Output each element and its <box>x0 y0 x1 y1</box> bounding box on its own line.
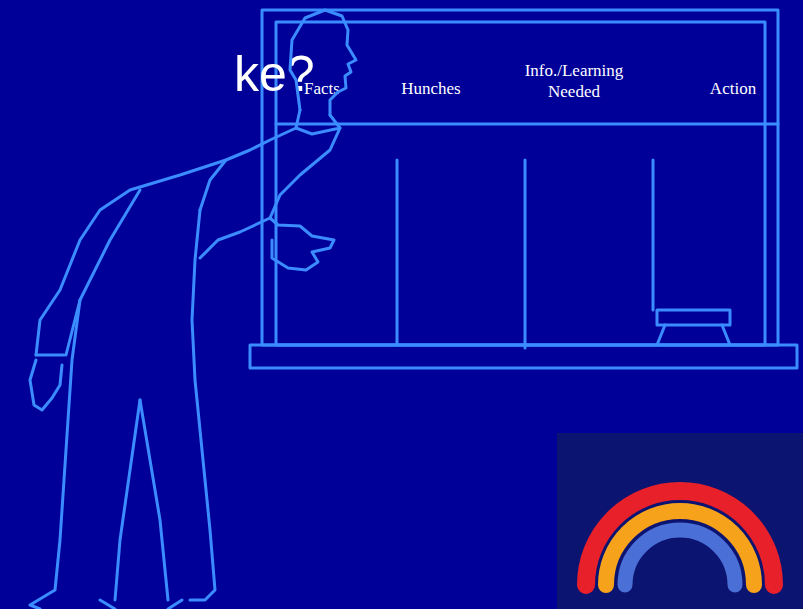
table-header: Hunches <box>376 78 486 99</box>
whiteboard <box>250 10 797 368</box>
table-header: Action <box>698 78 768 99</box>
rainbow-logo <box>586 491 774 585</box>
logo-background <box>557 433 803 609</box>
slide-title: ke? <box>234 46 315 102</box>
table-header: Info./Learning Needed <box>514 60 634 102</box>
